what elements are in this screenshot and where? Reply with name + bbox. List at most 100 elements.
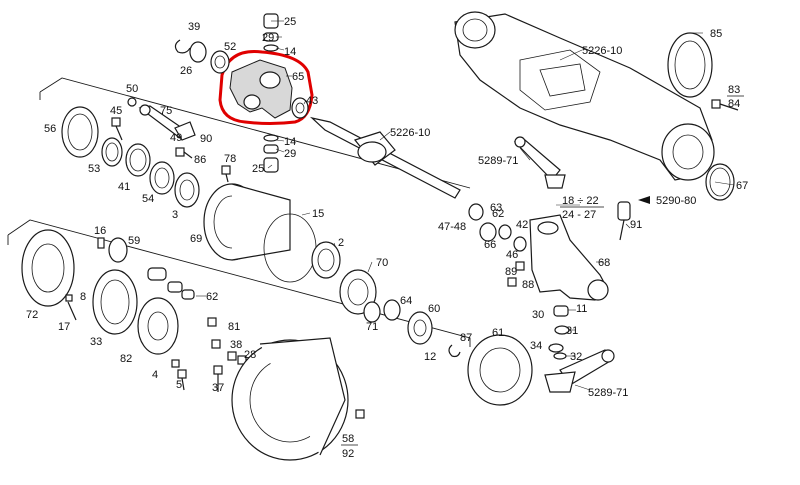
circlip-39 [174,39,191,54]
brake-disc-72 [21,229,75,307]
label-89: 89 [505,266,517,278]
washer-46 [513,236,527,252]
gear-60 [407,311,433,345]
label-82: 82 [120,353,132,365]
label-3: 3 [172,209,178,221]
label-15: 15 [312,208,324,220]
bolt-83-84 [711,99,739,111]
washer-66 [479,222,497,242]
label-70: 70 [376,257,388,269]
label-31: 31 [566,325,578,337]
label-14a: 14 [284,46,296,58]
gear-54 [149,161,175,195]
gear-64 [383,299,401,321]
label-69: 69 [190,233,202,245]
label-30: 30 [532,309,544,321]
washer-63 [468,203,484,221]
brake-drum-58-92 [231,337,349,461]
label-62b: 62 [206,291,218,303]
upper-group-frame [39,77,471,189]
label-87: 87 [460,332,472,344]
label-11: 11 [576,303,587,315]
label-88: 88 [522,279,534,291]
knuckle-68 [529,214,609,301]
bearing-2 [311,241,341,279]
label-52: 52 [224,41,236,53]
lower-group-frame [7,219,471,347]
label-5226b: 5226-10 [390,127,430,139]
ring-41 [125,143,151,177]
label-81: 81 [228,321,240,333]
bolt-45 [111,117,123,141]
label-17: 17 [58,321,70,333]
bearing-30 [553,305,569,317]
label-4: 4 [152,369,158,381]
part-labels: 25 39 29 14 26 52 65 43 5226-10 85 83 84… [26,16,748,460]
label-34: 34 [530,340,542,352]
label-43: 43 [306,95,318,107]
leader-lines [196,20,735,391]
label-25b: 25 [252,163,264,175]
label-5289b: 5289-71 [588,387,628,399]
label-83: 83 [728,84,740,96]
yoke-65 [229,59,293,119]
label-78: 78 [224,153,236,165]
label-26: 26 [180,65,192,77]
label-16: 16 [94,225,106,237]
label-5: 5 [176,379,182,391]
label-56: 56 [44,123,56,135]
ring-32 [553,352,567,360]
label-8: 8 [80,291,86,303]
bolt-86 [175,147,193,159]
label-32: 32 [570,351,582,363]
seal-67 [705,163,735,201]
label-64: 64 [400,295,412,307]
circlip-87 [448,344,461,358]
label-50: 50 [126,83,138,95]
steering-arm-upper [513,136,566,189]
label-2: 2 [338,237,344,249]
ring-53 [101,137,123,167]
label-75: 75 [160,105,172,117]
label-14b: 14 [284,136,296,148]
label-91: 91 [630,219,642,231]
drum-61 [467,334,533,406]
nut-88 [507,277,517,287]
gear-71 [363,301,381,323]
seal-52 [210,50,230,74]
label-41: 41 [118,181,130,193]
label-61: 61 [492,327,504,339]
label-60: 60 [428,303,440,315]
hub-69 [203,183,291,261]
flange-82 [137,297,179,355]
label-84: 84 [728,98,740,110]
gear-70 [339,269,377,315]
label-45: 45 [110,105,122,117]
label-18: 18 ÷ 22 [562,195,599,207]
washer-42 [498,224,512,240]
label-59: 59 [128,235,140,247]
label-63: 63 [490,202,502,214]
label-5289a: 5289-71 [478,155,518,167]
label-49: 49 [170,132,182,144]
label-46: 46 [506,249,518,261]
label-12: 12 [424,351,436,363]
steering-arm-lower [544,349,615,393]
bolt-89 [515,261,525,271]
label-28: 28 [244,349,256,361]
bolts-4-5 [171,359,187,391]
label-38: 38 [230,339,242,351]
label-68: 68 [598,257,610,269]
label-29b: 29 [284,148,296,160]
label-47-48: 47-48 [438,221,466,233]
label-37: 37 [212,382,224,394]
bearing-stack-bottom [263,134,279,173]
drive-shaft [309,116,461,199]
label-71: 71 [366,321,378,333]
label-66: 66 [484,239,496,251]
pins-8-17 [65,294,77,321]
label-86: 86 [194,154,206,166]
label-39: 39 [188,21,200,33]
bolt-37 [213,365,223,392]
